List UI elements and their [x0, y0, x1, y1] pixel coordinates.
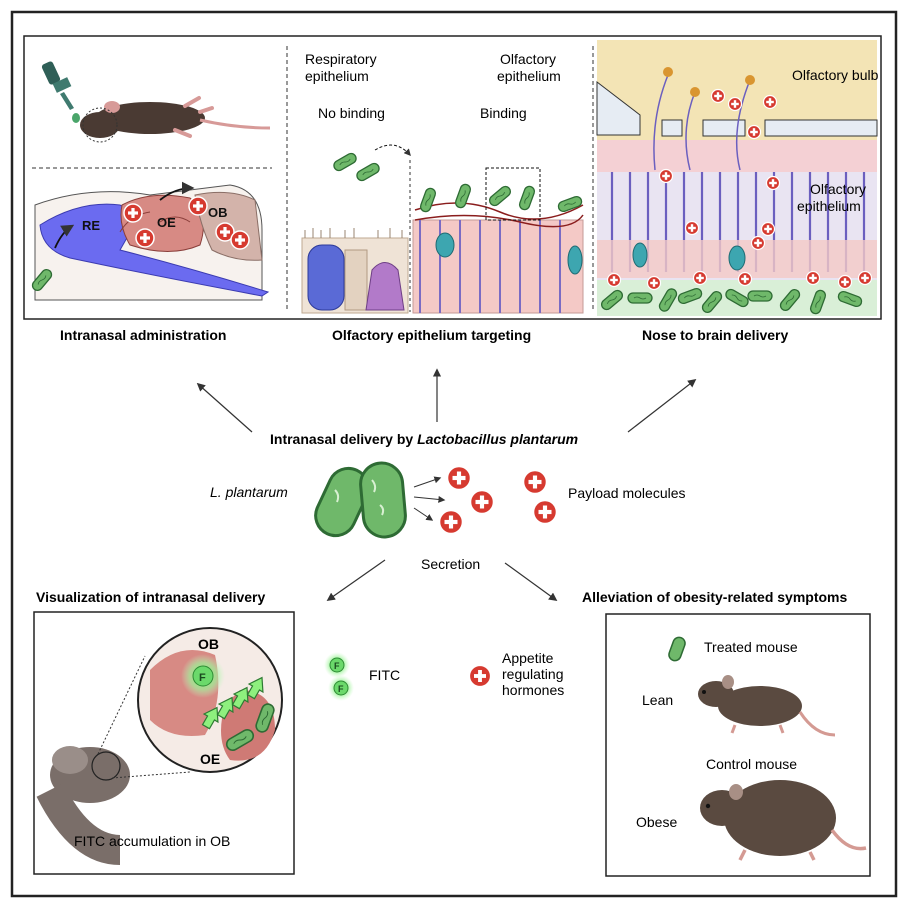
- no-binding-label: No binding: [318, 105, 385, 121]
- caption-nose-to-brain: Nose to brain delivery: [642, 327, 788, 343]
- respiratory-epithelium-label: Respiratory epithelium: [305, 51, 380, 84]
- panel-intranasal-administration: RE OE OB: [29, 61, 272, 301]
- panel-nose-to-brain: Olfactory bulb Olfactory epithelium: [596, 40, 879, 316]
- visualization-title: Visualization of intranasal delivery: [36, 589, 265, 605]
- dropper-icon: [41, 61, 80, 123]
- species-label: L. plantarum: [210, 484, 288, 500]
- olfactory-bulb-label: Olfactory bulb: [792, 67, 879, 83]
- obese-mouse-icon: [700, 780, 867, 861]
- mouse-lying-icon: [80, 96, 271, 143]
- hormones-legend: Appetite regulating hormones: [468, 650, 567, 698]
- respiratory-cells: [301, 228, 409, 314]
- arrow-to-alleviation: [504, 562, 558, 601]
- visualization-caption: FITC accumulation in OB: [74, 833, 230, 849]
- re-label: RE: [82, 218, 100, 233]
- alleviation-panel: Treated mouse Lean Control mouse Obese: [605, 613, 871, 877]
- fitc-label: FITC: [369, 667, 400, 683]
- respiratory-epithelium-label-line2: epithelium: [305, 68, 369, 84]
- olfactory-epithelium-label: Olfactory epithelium: [497, 51, 561, 84]
- caption-intranasal-administration: Intranasal administration: [60, 327, 226, 343]
- obese-label: Obese: [636, 814, 677, 830]
- secretion-label: Secretion: [421, 556, 480, 572]
- payload-label: Payload molecules: [568, 485, 686, 501]
- nasal-cavity-diagram: RE OE OB: [29, 181, 270, 301]
- oe-circle-label: OE: [200, 751, 220, 767]
- visualization-panel: F OB OE FITC accumulation in OB: [33, 611, 295, 875]
- f-label-1: F: [334, 661, 340, 671]
- olfactory-epithelium-right-label: Olfactory epithelium: [797, 181, 870, 214]
- binding-label: Binding: [480, 105, 527, 121]
- lean-mouse-icon: [698, 675, 836, 737]
- ob-label: OB: [208, 205, 228, 220]
- control-label: Control mouse: [706, 756, 797, 772]
- arrow-to-nose-brain: [627, 378, 697, 433]
- center-title: Intranasal delivery by Lactobacillus pla…: [270, 431, 578, 447]
- f-label-big: F: [199, 672, 206, 684]
- arrow-to-visualization: [326, 559, 386, 601]
- lean-label: Lean: [642, 692, 673, 708]
- hormones-label: Appetite regulating hormones: [502, 650, 567, 698]
- ob-circle-label: OB: [198, 636, 219, 652]
- f-label-2: F: [338, 684, 344, 694]
- caption-olfactory-targeting: Olfactory epithelium targeting: [332, 327, 531, 343]
- olfactory-epithelium-label-line2: epithelium: [497, 68, 561, 84]
- arrow-to-administration: [196, 382, 253, 433]
- big-bacteria: [314, 461, 407, 539]
- treated-label: Treated mouse: [704, 639, 798, 655]
- top-panel: RE OE OB Respiratory epithelium No bindi…: [23, 35, 882, 320]
- olfactory-cells: [412, 167, 584, 314]
- panel-olfactory-targeting: Respiratory epithelium No binding Bindin…: [301, 51, 584, 314]
- oe-label: OE: [157, 215, 176, 230]
- fitc-legend: F F FITC: [324, 652, 400, 701]
- alleviation-title: Alleviation of obesity-related symptoms: [582, 589, 847, 605]
- secretion-arrows: [413, 476, 446, 521]
